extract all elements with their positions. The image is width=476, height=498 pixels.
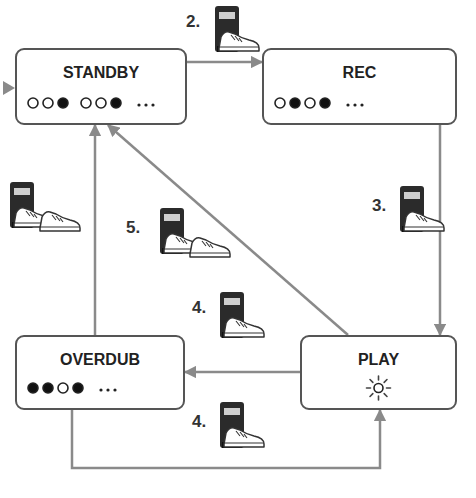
state-box: PLAY (300, 335, 457, 410)
transition-arrow (108, 125, 348, 335)
step-number: 4. (190, 298, 208, 318)
transition-arrow (187, 61, 262, 64)
step-number: 3. (370, 196, 388, 216)
footswitch-pedal (220, 402, 264, 448)
step-number: 5. (124, 218, 142, 238)
state-name: OVERDUB (17, 337, 183, 369)
state-box: REC (262, 48, 457, 125)
footswitch-pedal (215, 6, 259, 52)
footswitch-pedal (220, 292, 264, 338)
state-box: OVERDUB (15, 335, 185, 410)
footswitch-pedal (400, 186, 444, 232)
led-indicator (264, 50, 455, 123)
led-indicator (302, 337, 455, 408)
led-indicator (17, 50, 185, 123)
transition-arrow (185, 371, 300, 374)
state-box: STANDBY (15, 48, 187, 125)
footswitch-pedal (160, 208, 230, 257)
transition-arrow (94, 125, 97, 335)
state-name: STANDBY (17, 50, 185, 82)
step-number: 4. (190, 412, 208, 432)
state-name: REC (264, 50, 455, 82)
entry-arrow (3, 81, 15, 95)
led-indicator (17, 337, 183, 408)
step-number: 2. (184, 12, 202, 32)
state-name: PLAY (302, 337, 455, 369)
footswitch-pedal (10, 182, 80, 231)
